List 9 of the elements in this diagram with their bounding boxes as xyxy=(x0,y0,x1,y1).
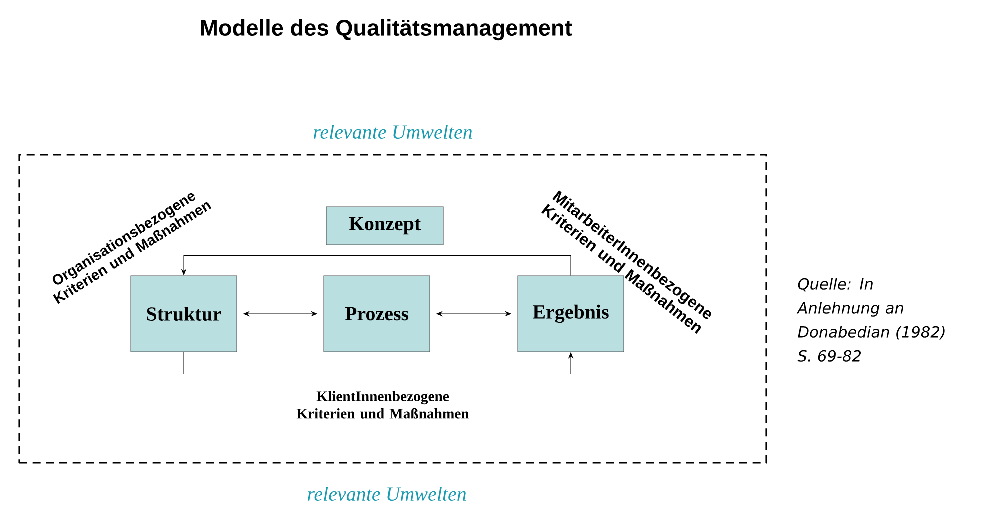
process-box: Prozess xyxy=(324,276,430,352)
source-note: Quelle: In Anlehnung an Donabedian (1982) S. 69-82 xyxy=(796,278,945,362)
frame-heading: relevante Umwelten xyxy=(308,486,466,502)
process-box: Struktur xyxy=(130,276,238,352)
process-box: Konzept xyxy=(326,206,444,246)
title: Modelle des Qualitätsmanagement xyxy=(201,19,572,41)
dashed-frame xyxy=(18,154,768,464)
curved-label: KlientInnenbezogene Kriterien und Maßnahmen xyxy=(296,391,470,419)
frame-heading: relevante Umwelten xyxy=(314,124,472,140)
